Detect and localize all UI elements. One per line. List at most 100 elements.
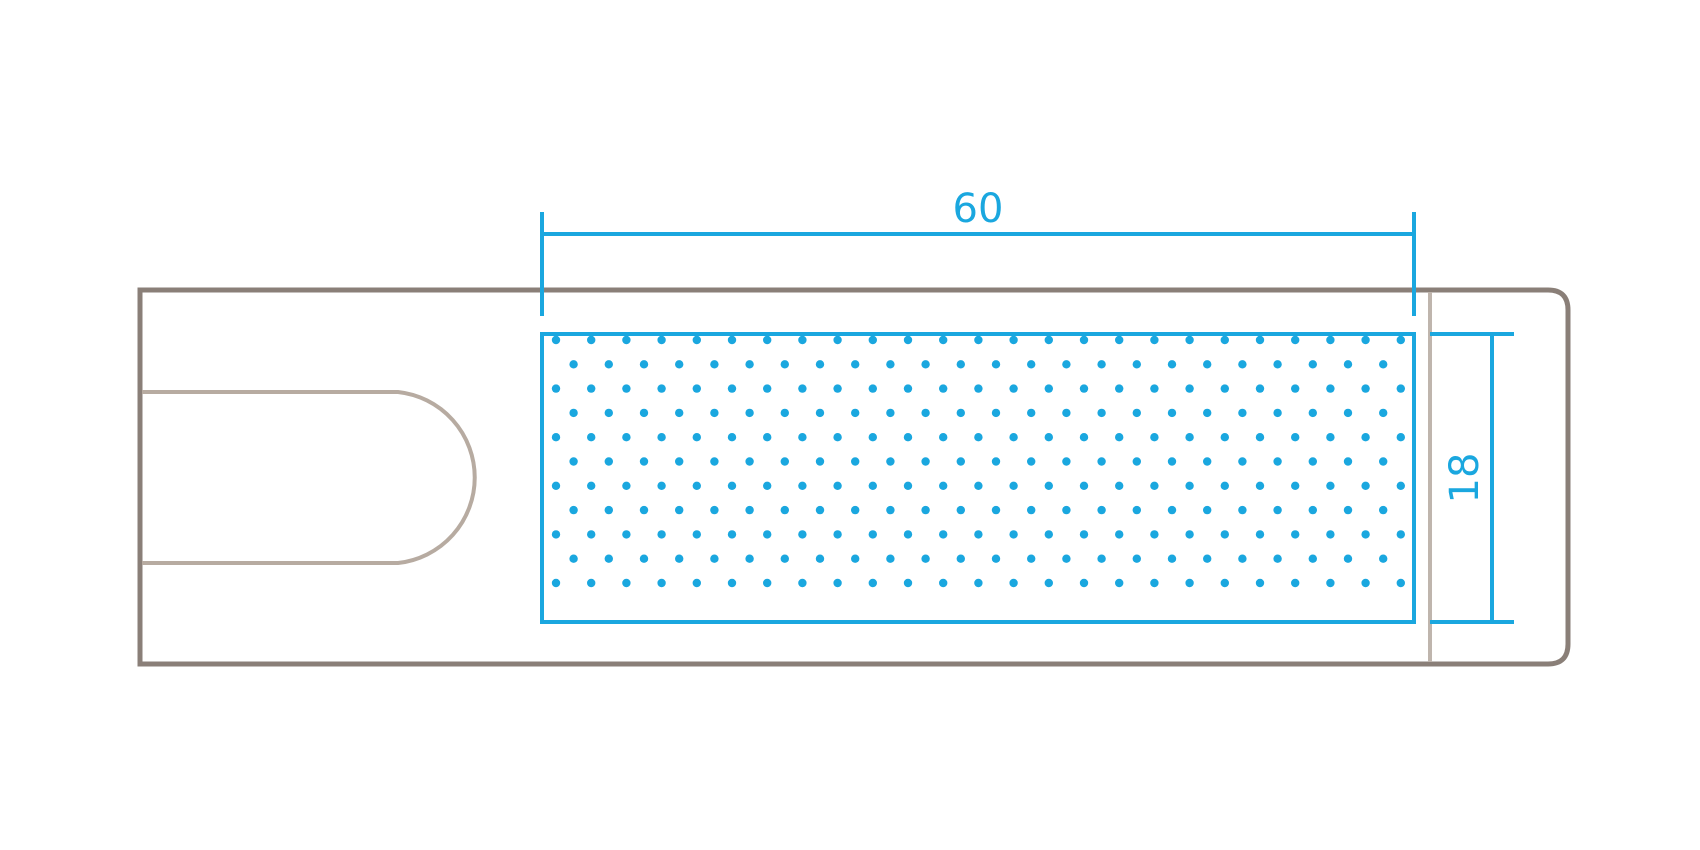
print-dot bbox=[1079, 530, 1089, 539]
print-dot bbox=[587, 335, 596, 345]
print-dot bbox=[1027, 505, 1036, 515]
print-dot bbox=[1027, 408, 1036, 418]
print-dot bbox=[1203, 408, 1212, 418]
print-dot bbox=[1167, 408, 1177, 418]
print-dot bbox=[763, 481, 772, 490]
print-dot bbox=[1185, 335, 1194, 345]
print-dot bbox=[903, 481, 913, 490]
print-dot bbox=[886, 505, 895, 515]
print-dot bbox=[815, 457, 825, 466]
height-dimension: 18 bbox=[1430, 332, 1514, 624]
print-dot bbox=[745, 505, 754, 515]
print-dot bbox=[1079, 335, 1089, 345]
print-dot bbox=[1027, 360, 1036, 369]
print-dot bbox=[1097, 505, 1106, 515]
print-dot bbox=[1396, 578, 1406, 588]
print-dot bbox=[851, 554, 860, 563]
print-dot bbox=[1343, 554, 1353, 563]
print-dot bbox=[815, 554, 825, 563]
print-dot bbox=[569, 505, 578, 515]
print-dot bbox=[1273, 457, 1282, 466]
print-dot bbox=[798, 578, 807, 588]
print-dot bbox=[956, 505, 965, 515]
print-dot bbox=[1185, 578, 1194, 588]
print-dot bbox=[745, 360, 754, 369]
print-dot bbox=[692, 433, 701, 442]
print-dot bbox=[1238, 360, 1247, 369]
print-dot bbox=[1079, 481, 1089, 490]
print-dot bbox=[551, 481, 561, 490]
print-dot bbox=[886, 554, 895, 563]
print-dot bbox=[833, 530, 842, 539]
print-dot bbox=[1185, 481, 1194, 490]
print-dot bbox=[798, 384, 807, 393]
print-dot bbox=[1203, 360, 1212, 369]
print-dot bbox=[1361, 578, 1370, 588]
print-dot bbox=[1044, 335, 1054, 345]
print-dot bbox=[1379, 360, 1388, 369]
print-dot bbox=[991, 408, 1001, 418]
print-dot bbox=[587, 433, 596, 442]
print-dot bbox=[1097, 457, 1106, 466]
print-dot bbox=[569, 408, 578, 418]
print-dot bbox=[587, 384, 596, 393]
print-dot bbox=[710, 360, 719, 369]
print-dot bbox=[657, 481, 666, 490]
print-dot bbox=[622, 335, 631, 345]
print-dot bbox=[1220, 578, 1230, 588]
print-dot bbox=[974, 335, 983, 345]
print-dot bbox=[1361, 384, 1370, 393]
print-dot bbox=[639, 505, 649, 515]
width-dimension: 60 bbox=[540, 186, 1416, 316]
print-dot bbox=[657, 530, 666, 539]
print-dot bbox=[657, 578, 666, 588]
print-dot bbox=[956, 408, 965, 418]
print-dot bbox=[956, 457, 965, 466]
print-dot bbox=[1097, 408, 1106, 418]
print-dot bbox=[763, 384, 772, 393]
print-dot bbox=[903, 578, 913, 588]
print-dot bbox=[1379, 408, 1388, 418]
print-dot bbox=[639, 360, 649, 369]
print-dot bbox=[1379, 554, 1388, 563]
print-dot bbox=[886, 408, 895, 418]
print-dot bbox=[639, 554, 649, 563]
print-dot bbox=[974, 530, 983, 539]
print-area bbox=[540, 332, 1416, 624]
print-dot bbox=[1273, 505, 1282, 515]
print-dot bbox=[798, 530, 807, 539]
print-dot bbox=[1273, 408, 1282, 418]
print-dot bbox=[587, 481, 596, 490]
print-dot bbox=[903, 384, 913, 393]
print-dot bbox=[763, 335, 772, 345]
print-dot bbox=[1009, 433, 1018, 442]
print-dot bbox=[675, 554, 684, 563]
print-dot bbox=[1027, 554, 1036, 563]
print-dot bbox=[1185, 433, 1194, 442]
print-dot bbox=[1062, 408, 1071, 418]
print-dot bbox=[1150, 384, 1159, 393]
print-dot bbox=[974, 433, 983, 442]
print-dot bbox=[727, 530, 737, 539]
print-dot bbox=[622, 384, 631, 393]
print-dot bbox=[692, 384, 701, 393]
print-dot bbox=[1062, 457, 1071, 466]
print-dot bbox=[1220, 335, 1230, 345]
print-dot bbox=[622, 578, 631, 588]
print-dot bbox=[1009, 481, 1018, 490]
print-dot bbox=[974, 481, 983, 490]
print-dot bbox=[868, 384, 877, 393]
print-dot bbox=[1027, 457, 1036, 466]
print-dot bbox=[1308, 457, 1318, 466]
print-dot bbox=[1167, 360, 1177, 369]
print-dot bbox=[1238, 505, 1247, 515]
print-dot bbox=[1220, 384, 1230, 393]
print-dot bbox=[903, 433, 913, 442]
print-dot bbox=[974, 578, 983, 588]
print-dot bbox=[815, 360, 825, 369]
print-dot bbox=[833, 433, 842, 442]
print-dot bbox=[763, 578, 772, 588]
print-dot bbox=[991, 554, 1001, 563]
print-dot bbox=[657, 384, 666, 393]
